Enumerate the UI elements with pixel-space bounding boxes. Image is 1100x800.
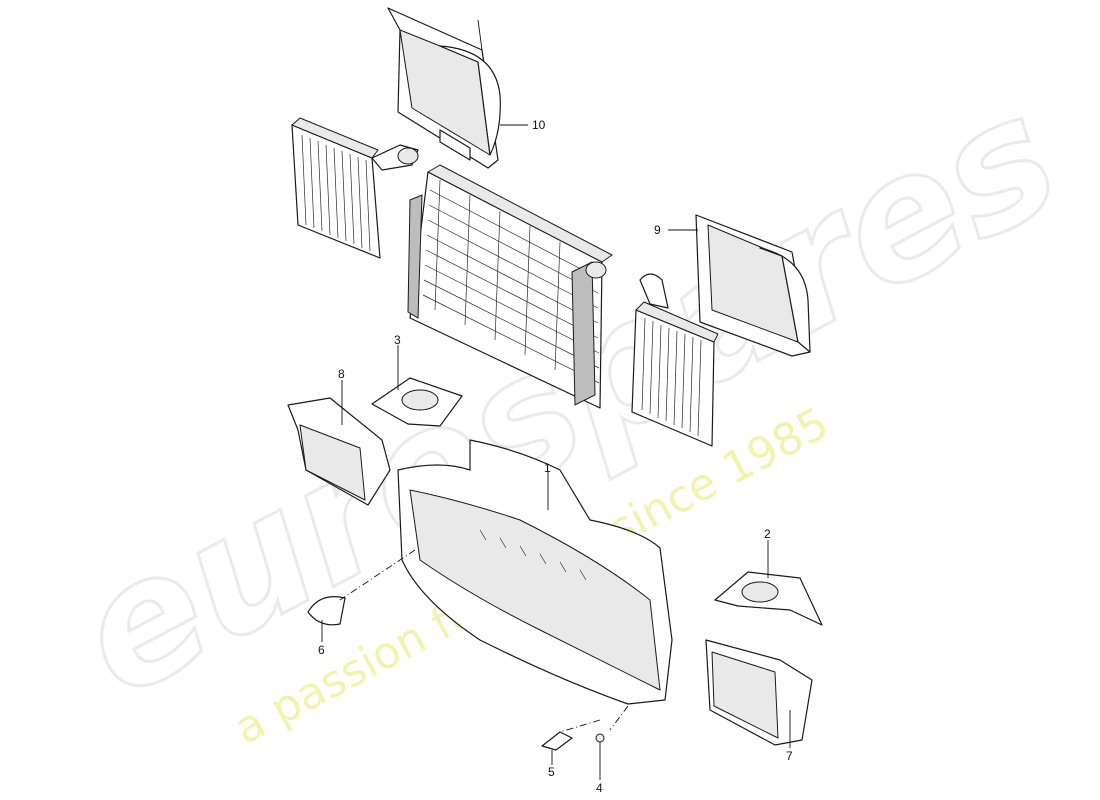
radiator-right-small: [631, 273, 719, 447]
callout-2: 2: [764, 527, 771, 541]
fan-shroud-upper: [387, 7, 501, 169]
callout-7: 7: [786, 749, 793, 763]
radiator-main: [407, 164, 613, 409]
leader-lines: [321, 124, 791, 780]
funnel-part: [307, 596, 346, 626]
callout-6: 6: [318, 643, 325, 657]
callout-1: 1: [544, 461, 551, 475]
air-duct-left: [287, 397, 391, 506]
air-duct-main: [397, 439, 673, 705]
callout-10: 10: [532, 118, 546, 132]
assembly-lines: [339, 549, 629, 733]
screw-part: [595, 733, 605, 750]
air-guide-lower: [714, 571, 823, 626]
bracket-part: [541, 731, 573, 751]
callout-5: 5: [548, 765, 555, 779]
callout-3: 3: [394, 333, 401, 347]
callouts: 10 9 3 8 1 2 6 7 5 4: [318, 118, 793, 795]
callout-8: 8: [338, 367, 345, 381]
callout-9: 9: [654, 223, 661, 237]
fan-shroud-right: [695, 214, 811, 357]
callout-4: 4: [596, 781, 603, 795]
air-duct-right: [705, 639, 813, 746]
radiator-left-small: [291, 117, 419, 259]
air-guide-upper: [371, 377, 463, 427]
